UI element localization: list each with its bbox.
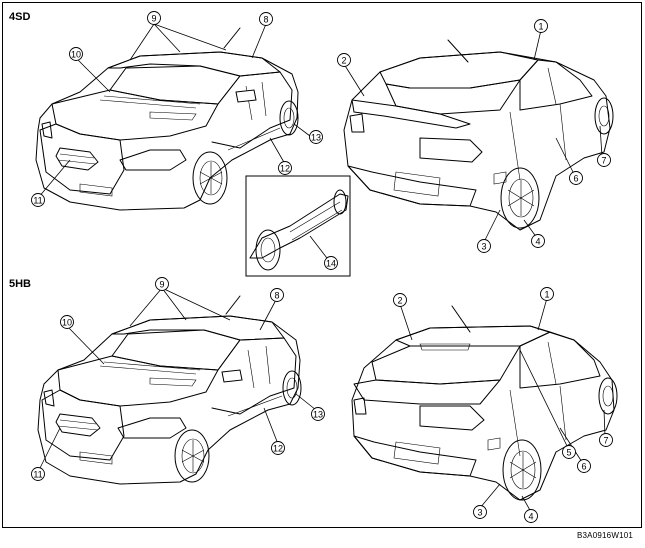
callout-number: 11 bbox=[33, 196, 42, 206]
callout-circle bbox=[155, 277, 169, 291]
callout-circle bbox=[259, 12, 273, 26]
callout-hb-front-11: 11 bbox=[31, 467, 45, 481]
callout-hb-front-8: 8 bbox=[270, 288, 284, 302]
figure-frame bbox=[2, 2, 642, 528]
callout-circle bbox=[270, 288, 284, 302]
callout-number: 9 bbox=[151, 14, 156, 24]
callout-sd-rear-3: 3 bbox=[477, 239, 491, 253]
callout-circle bbox=[271, 441, 285, 455]
callout-hb-front-10: 10 bbox=[60, 315, 74, 329]
callout-number: 8 bbox=[263, 15, 268, 25]
callout-number: 13 bbox=[313, 410, 323, 420]
sedan-front-drawing bbox=[35, 27, 299, 211]
callout-circle bbox=[562, 445, 576, 459]
leader-lines bbox=[37, 23, 606, 513]
callout-sd-rear-6: 6 bbox=[569, 171, 583, 185]
callout-sd-front-12: 12 bbox=[278, 161, 292, 175]
callout-sd-rear-7: 7 bbox=[597, 153, 611, 167]
callout-sd-rear-1: 1 bbox=[534, 19, 548, 33]
callout-number: 4 bbox=[528, 512, 533, 522]
callout-sd-front-10: 10 bbox=[69, 47, 83, 61]
callout-number: 2 bbox=[341, 56, 346, 66]
callout-sd-front-9: 9 bbox=[147, 11, 161, 25]
callout-hb-rear-3: 3 bbox=[473, 505, 487, 519]
callout-number: 1 bbox=[538, 22, 543, 32]
callout-circle bbox=[473, 505, 487, 519]
callout-number: 10 bbox=[71, 50, 81, 60]
callout-circle bbox=[524, 509, 538, 523]
callout-number: 5 bbox=[566, 448, 571, 458]
callout-hb-front-12: 12 bbox=[271, 441, 285, 455]
hatchback-front-drawing bbox=[37, 295, 302, 485]
sedan-rear-drawing bbox=[343, 39, 614, 231]
callout-number: 2 bbox=[397, 296, 402, 306]
callout-number: 6 bbox=[581, 462, 586, 472]
section-label-4sd: 4SD bbox=[9, 11, 31, 23]
callout-number: 10 bbox=[62, 318, 72, 328]
callout-sd-front-11: 11 bbox=[31, 193, 45, 207]
callout-circle bbox=[599, 433, 613, 447]
callout-hb-rear-7: 7 bbox=[599, 433, 613, 447]
callout-sd-inset-14: 14 bbox=[324, 256, 338, 270]
callout-sd-front-13: 13 bbox=[309, 130, 323, 144]
callout-number: 3 bbox=[481, 242, 486, 252]
callout-hb-front-13: 13 bbox=[311, 407, 325, 421]
sedan-sill-inset bbox=[245, 175, 351, 277]
callout-circle bbox=[147, 11, 161, 25]
callout-sd-front-8: 8 bbox=[259, 12, 273, 26]
callout-circle bbox=[31, 467, 45, 481]
callout-circle bbox=[393, 293, 407, 307]
section-label-5hb: 5HB bbox=[9, 278, 32, 290]
callout-number: 8 bbox=[274, 291, 279, 301]
figure-code: B3A0916W101 bbox=[577, 531, 634, 540]
callout-circle bbox=[337, 53, 351, 67]
callout-sd-rear-2: 2 bbox=[337, 53, 351, 67]
callout-number: 7 bbox=[601, 156, 606, 166]
callout-circle bbox=[324, 256, 338, 270]
callout-number: 4 bbox=[535, 237, 540, 247]
callout-hb-rear-4: 4 bbox=[524, 509, 538, 523]
callout-number: 12 bbox=[280, 164, 290, 174]
callout-circle bbox=[311, 407, 325, 421]
callout-circle bbox=[569, 171, 583, 185]
callout-hb-rear-6: 6 bbox=[577, 459, 591, 473]
callout-number: 13 bbox=[311, 133, 321, 143]
callout-circle bbox=[577, 459, 591, 473]
callout-number: 14 bbox=[326, 259, 336, 269]
callout-circle bbox=[534, 19, 548, 33]
callout-circle bbox=[531, 234, 545, 248]
callout-sd-rear-4: 4 bbox=[531, 234, 545, 248]
callout-number: 7 bbox=[603, 436, 608, 446]
callout-circle bbox=[278, 161, 292, 175]
callout-circle bbox=[597, 153, 611, 167]
hatchback-rear-drawing bbox=[351, 305, 618, 501]
callout-number: 12 bbox=[273, 444, 283, 454]
callout-number: 6 bbox=[573, 174, 578, 184]
callout-number: 1 bbox=[544, 290, 549, 300]
callout-circle bbox=[540, 287, 554, 301]
callout-circle bbox=[60, 315, 74, 329]
callout-circle bbox=[477, 239, 491, 253]
callout-hb-rear-1: 1 bbox=[540, 287, 554, 301]
callout-hb-rear-2: 2 bbox=[393, 293, 407, 307]
callout-hb-rear-5: 5 bbox=[562, 445, 576, 459]
callout-circle bbox=[31, 193, 45, 207]
callout-circle bbox=[69, 47, 83, 61]
callout-number: 3 bbox=[477, 508, 482, 518]
callout-hb-front-9: 9 bbox=[155, 277, 169, 291]
callout-number: 11 bbox=[33, 470, 42, 480]
callout-number: 9 bbox=[159, 280, 164, 290]
callout-circle bbox=[309, 130, 323, 144]
